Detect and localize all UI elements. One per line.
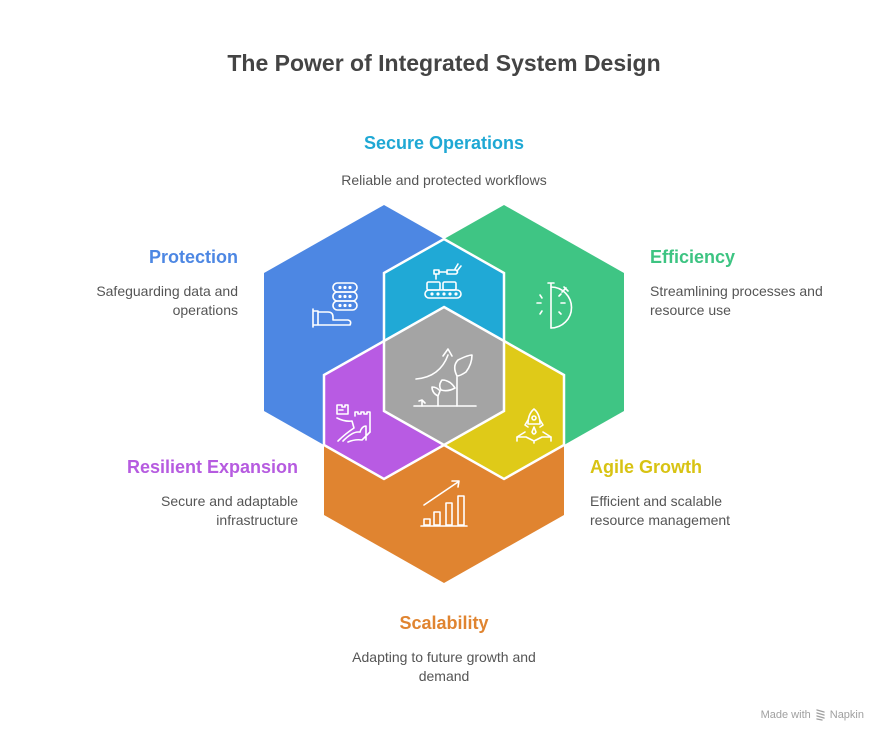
napkin-logo-icon — [816, 709, 825, 721]
desc-agile-growth-line2: resource management — [590, 511, 731, 528]
desc-resilient-expansion: Secure and adaptable infrastructure — [161, 492, 298, 529]
desc-protection: Safeguarding data and operations — [96, 282, 238, 319]
desc-resilient-expansion-line2: infrastructure — [216, 511, 298, 528]
label-protection: Protection — [148, 247, 238, 267]
desc-efficiency: Streamlining processes and resource use — [650, 282, 823, 319]
stopwatch-icon — [536, 282, 573, 329]
bar-chart-growth-icon — [420, 480, 468, 527]
footer-attribution: Made with Napkin — [761, 709, 864, 721]
napkin-brand-text: Napkin — [829, 709, 864, 721]
desc-agile-growth-line1: Efficient and scalable — [590, 493, 723, 509]
made-with-text: Made with — [760, 709, 811, 721]
server-hand-icon — [312, 282, 358, 328]
hex-center — [382, 305, 506, 447]
label-scalability: Scalability — [399, 613, 489, 633]
great-wall-icon — [336, 404, 371, 443]
desc-efficiency-line1: Streamlining processes and — [650, 283, 823, 299]
label-efficiency: Efficiency — [650, 247, 736, 267]
desc-efficiency-line2: resource use — [650, 301, 731, 318]
label-resilient-expansion: Resilient Expansion — [126, 457, 298, 477]
desc-resilient-expansion-line1: Secure and adaptable — [161, 493, 298, 509]
desc-protection-line1: Safeguarding data and — [96, 283, 238, 299]
desc-secure-operations: Reliable and protected workflows — [341, 172, 547, 188]
label-agile-growth: Agile Growth — [590, 457, 702, 477]
desc-scalability-line1: Adapting to future growth and — [352, 649, 536, 665]
desc-scalability-line2: demand — [418, 667, 470, 684]
desc-agile-growth: Efficient and scalable resource manageme… — [590, 492, 730, 529]
page-title: The Power of Integrated System Design — [227, 50, 661, 76]
robot-conveyor-icon — [424, 263, 462, 299]
desc-scalability: Adapting to future growth and demand — [0, 648, 888, 685]
rocket-launch-icon — [516, 408, 552, 444]
desc-protection-line2: operations — [172, 301, 238, 318]
plant-growth-icon — [413, 348, 477, 407]
label-secure-operations: Secure Operations — [363, 133, 525, 153]
